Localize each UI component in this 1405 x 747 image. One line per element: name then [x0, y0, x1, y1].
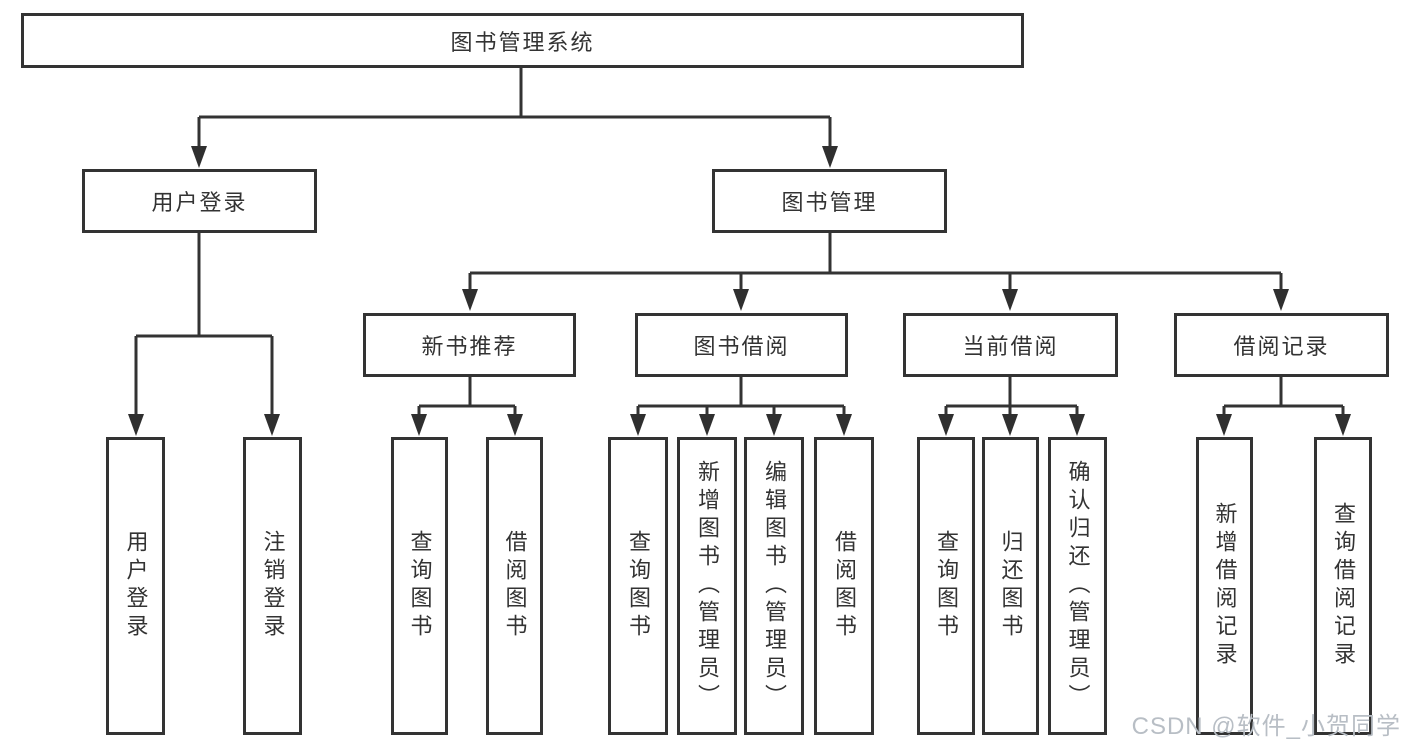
leaf-query-borrow-record: 查询借阅记录: [1314, 437, 1372, 735]
arrowhead-down-icon: [1335, 414, 1351, 436]
leaf-user-login: 用户登录: [106, 437, 165, 735]
arrowhead-down-icon: [1002, 414, 1018, 436]
arrowhead-down-icon: [1002, 289, 1018, 311]
leaf-return-books: 归还图书: [982, 437, 1039, 735]
arrowhead-down-icon: [128, 414, 144, 436]
node-book-management: 图书管理: [712, 169, 947, 233]
leaf-confirm-return-admin: 确认归还（管理员）: [1048, 437, 1107, 735]
node-borrowing-records: 借阅记录: [1174, 313, 1389, 377]
arrowhead-down-icon: [699, 414, 715, 436]
leaf-add-borrow-record: 新增借阅记录: [1196, 437, 1253, 735]
arrowhead-down-icon: [264, 414, 280, 436]
connector-user-login-to-leaves: [134, 233, 274, 416]
arrowhead-down-icon: [630, 414, 646, 436]
connector-current-borrow-to-leaves: [944, 377, 1079, 416]
connector-new-books-to-leaves: [417, 377, 517, 416]
arrowhead-down-icon: [1069, 414, 1085, 436]
arrowhead-down-icon: [733, 289, 749, 311]
arrowhead-down-icon: [507, 414, 523, 436]
arrowhead-down-icon: [1216, 414, 1232, 436]
leaf-borrow-books: 借阅图书: [486, 437, 543, 735]
node-new-book-recommendation: 新书推荐: [363, 313, 576, 377]
node-current-borrowing: 当前借阅: [903, 313, 1118, 377]
leaf-borrow-books: 借阅图书: [814, 437, 874, 735]
node-user-login: 用户登录: [82, 169, 317, 233]
arrowhead-down-icon: [938, 414, 954, 436]
connector-book-mgmt-to-level3: [468, 233, 1283, 291]
arrowhead-down-icon: [462, 289, 478, 311]
leaf-logout: 注销登录: [243, 437, 302, 735]
node-book-borrowing: 图书借阅: [635, 313, 848, 377]
arrowhead-down-icon: [1273, 289, 1289, 311]
leaf-query-books: 查询图书: [608, 437, 668, 735]
arrowhead-down-icon: [191, 146, 207, 168]
connector-borrow-records-to-leaves: [1222, 377, 1345, 416]
arrowhead-down-icon: [822, 146, 838, 168]
connector-root-to-level2: [197, 68, 832, 147]
csdn-watermark: CSDN @软件_小贺同学: [1131, 713, 1401, 740]
connector-book-borrow-to-leaves: [636, 377, 846, 416]
arrowhead-down-icon: [411, 414, 427, 436]
leaf-edit-books-admin: 编辑图书（管理员）: [744, 437, 804, 735]
leaf-add-books-admin: 新增图书（管理员）: [677, 437, 737, 735]
leaf-query-books: 查询图书: [391, 437, 448, 735]
arrowhead-down-icon: [836, 414, 852, 436]
node-library-management-system: 图书管理系统: [21, 13, 1024, 68]
arrowhead-down-icon: [766, 414, 782, 436]
leaf-query-books: 查询图书: [917, 437, 975, 735]
